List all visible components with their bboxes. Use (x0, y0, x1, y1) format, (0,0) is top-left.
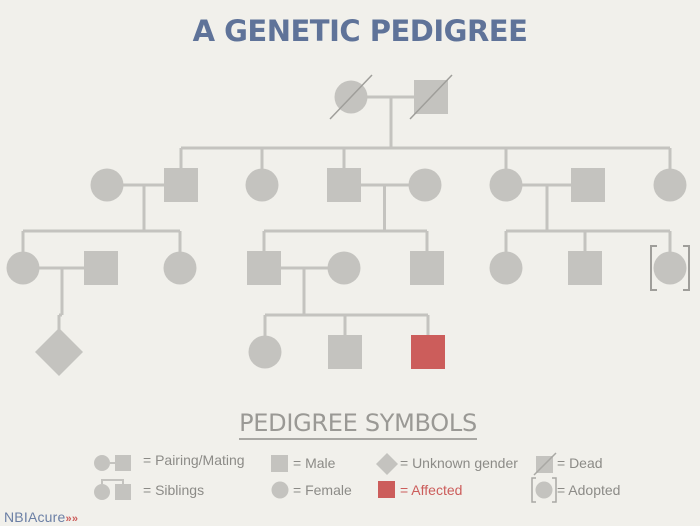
female-symbol (653, 251, 687, 285)
diagram-title: A GENETIC PEDIGREE (192, 14, 528, 48)
legend-dead-label: = Dead (557, 455, 603, 471)
female-symbol (653, 168, 687, 202)
male-symbol (84, 251, 118, 285)
deceased-slash (409, 74, 453, 120)
female-symbol (489, 251, 523, 285)
female-symbol (245, 168, 279, 202)
female-symbol (327, 251, 361, 285)
pairing-icon (94, 455, 131, 471)
legend-female-label: = Female (293, 482, 352, 498)
legend-adopted-label: = Adopted (557, 482, 621, 498)
legend-pairing-label: = Pairing/Mating (143, 452, 245, 468)
male-symbol (571, 168, 605, 202)
female-symbol (248, 335, 282, 369)
legend-siblings-label: = Siblings (143, 482, 205, 498)
female-symbol (90, 168, 124, 202)
male-symbol (327, 168, 361, 202)
male-symbol (247, 251, 281, 285)
brand-logo: NBIAcure»» (4, 509, 78, 525)
affected-icon (378, 481, 395, 498)
legend-male-label: = Male (293, 455, 336, 471)
adopted-icon (531, 477, 557, 503)
legend-title: PEDIGREE SYMBOLS (0, 409, 700, 440)
male-symbol (411, 335, 445, 369)
male-symbol (410, 251, 444, 285)
female-symbol (6, 251, 40, 285)
legend-affected-label: = Affected (400, 482, 463, 498)
brand-chevron-icon: »» (65, 513, 79, 525)
female-symbol (163, 251, 197, 285)
deceased-slash (329, 74, 373, 120)
pedigree-tree (6, 74, 690, 376)
male-symbol (164, 168, 198, 202)
unknown-gender-symbol (35, 328, 83, 376)
male-symbol (328, 335, 362, 369)
siblings-icon (94, 479, 131, 500)
adopted-bracket (650, 245, 690, 291)
female-icon (271, 481, 289, 499)
female-symbol (408, 168, 442, 202)
dead-icon (533, 452, 557, 476)
legend-unknown-label: = Unknown gender (400, 455, 518, 471)
female-symbol (489, 168, 523, 202)
male-icon (271, 455, 288, 472)
male-symbol (568, 251, 602, 285)
diamond-icon (376, 453, 398, 475)
brand-name: NBIAcure (4, 509, 66, 525)
